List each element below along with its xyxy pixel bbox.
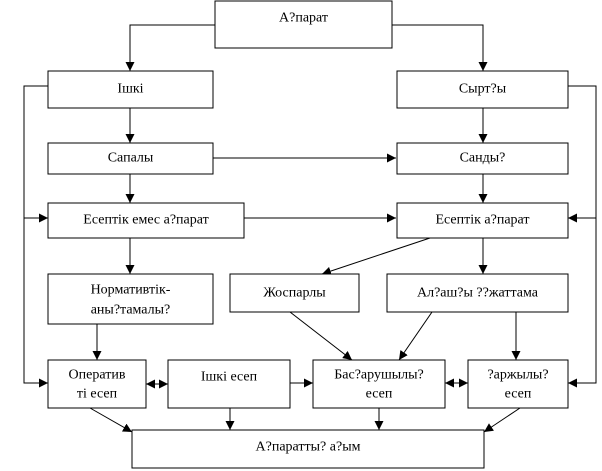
node-normativtik-label-line-1: Нормативтік- [91, 283, 171, 298]
node-operativti: Оператив ті есеп [47, 359, 147, 409]
node-aldyn-ala: Ал?аш?ы ??жаттама [386, 273, 569, 313]
node-josparly-label: Жоспарлы [263, 286, 326, 301]
node-ishki-esep: Ішкі есеп [167, 359, 291, 409]
connector-aqparat-to-syrtqy [392, 24, 488, 71]
node-aqparattyq-agym: А?паратты? а?ым [131, 429, 485, 469]
node-normativtik-label-line-2: аны?тамалы? [91, 303, 171, 318]
node-basqarushy-label-line-1: Бас?арушылы? [334, 368, 424, 383]
connector-eseptik-to-josparly [321, 237, 431, 276]
node-aldyn-ala-label: Ал?аш?ы ??жаттама [417, 286, 539, 301]
node-ishki-esep-label: Ішкі есеп [201, 370, 258, 385]
node-sandyq-label: Санды? [460, 151, 506, 166]
connector-qarjylyq-to-agym [483, 407, 521, 433]
connector-syrtqy-right-bus-to-qarjylyq [568, 85, 597, 388]
connector-aqparat-to-ishki [125, 24, 215, 71]
node-operativti-label-line-2: ті есеп [77, 387, 118, 402]
node-eseptik-label: Есептік а?парат [435, 213, 529, 228]
node-eseptik-emes-label: Есептік емес а?парат [83, 213, 208, 228]
connectors [23, 24, 597, 433]
node-aqparat: А?парат [214, 0, 393, 49]
connector-aldyn-ala-to-basqarushy [398, 311, 433, 361]
connector-josparly-to-basqarushy [289, 311, 353, 361]
node-aqparat-label: А?парат [279, 11, 328, 26]
connector-operativti-to-agym [89, 407, 133, 433]
node-sapaly: Сапалы [47, 142, 214, 175]
node-qarjylyq-label-line-1: ?аржылы? [487, 368, 548, 383]
node-normativtik: Нормативтік- аны?тамалы? [47, 273, 214, 325]
node-basqarushy: Бас?арушылы? есеп [312, 359, 446, 409]
node-aqparattyq-agym-label: А?паратты? а?ым [256, 440, 361, 455]
node-syrtqy: Сырт?ы [396, 70, 569, 109]
connector-ishki-left-bus-to-operativti [23, 85, 48, 388]
node-qarjylyq: ?аржылы? есеп [467, 359, 569, 409]
node-syrtqy-label: Сырт?ы [459, 82, 507, 97]
node-sapaly-label: Сапалы [108, 151, 154, 166]
node-josparly: Жоспарлы [229, 273, 360, 313]
node-operativti-label-line-1: Оператив [69, 368, 126, 383]
node-sandyq: Санды? [396, 142, 569, 175]
node-qarjylyq-label-line-2: есеп [505, 387, 532, 402]
node-ishki-label: Ішкі [117, 82, 143, 97]
node-ishki: Ішкі [47, 70, 214, 109]
node-eseptik: Есептік а?парат [396, 202, 569, 239]
node-basqarushy-label-line-2: есеп [366, 387, 393, 402]
node-eseptik-emes: Есептік емес а?парат [47, 202, 245, 239]
